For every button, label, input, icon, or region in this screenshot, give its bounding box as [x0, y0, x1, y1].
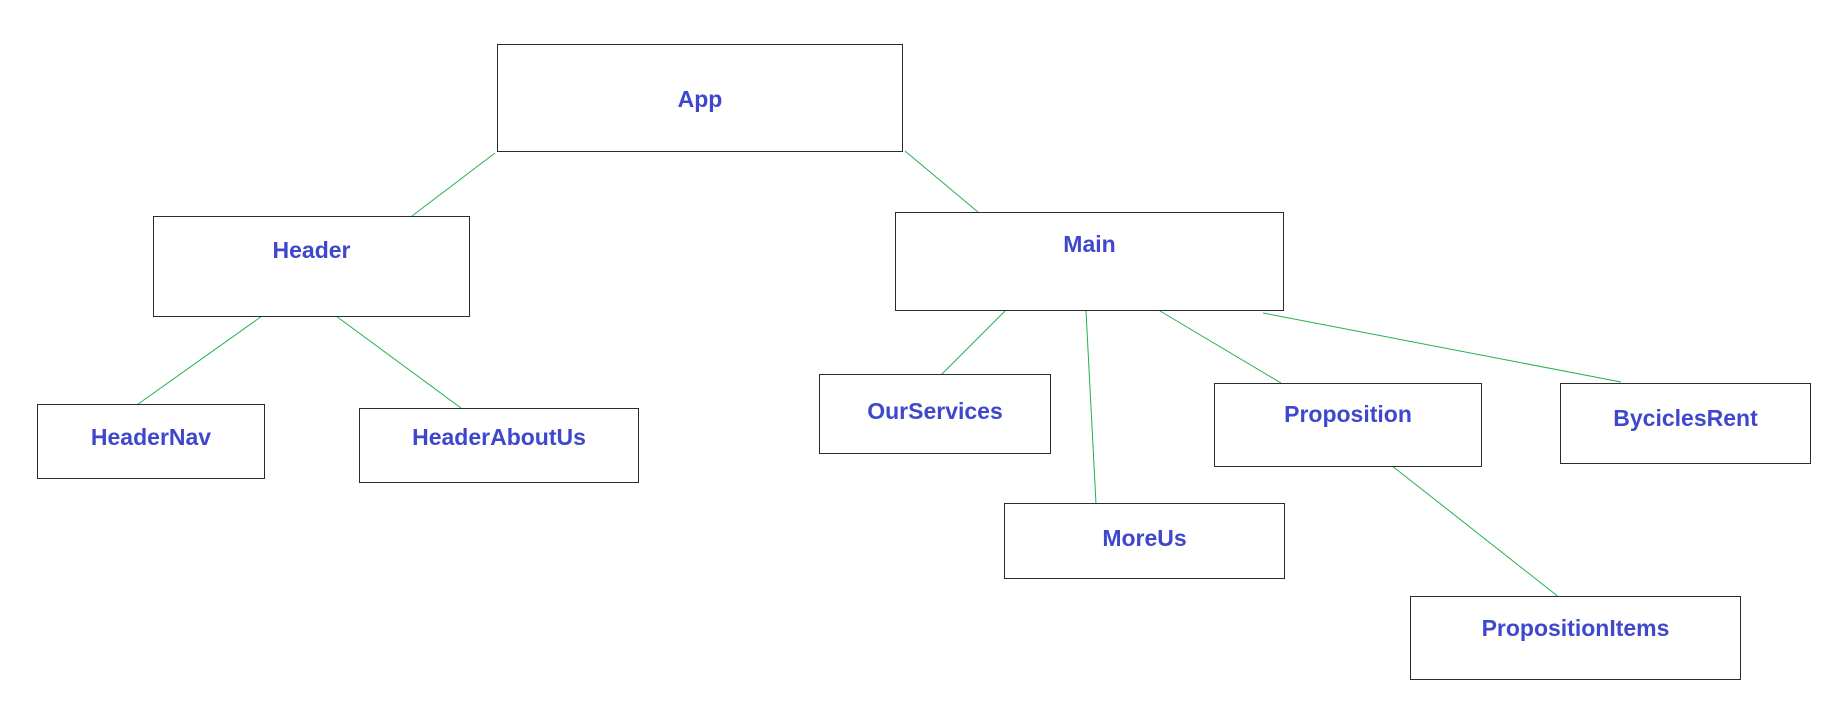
node-header-nav-label: HeaderNav	[90, 424, 212, 450]
node-bycicles-rent: ByciclesRent	[1560, 383, 1811, 464]
node-more-us-label: MoreUs	[1102, 525, 1187, 551]
edge-app-header	[411, 152, 496, 217]
node-main-label: Main	[1063, 231, 1116, 257]
node-app-label: App	[677, 86, 723, 112]
node-proposition-label: Proposition	[1284, 401, 1412, 427]
node-header-label: Header	[272, 237, 351, 263]
node-header-about-us: HeaderAboutUs	[359, 408, 639, 483]
edge-main-moreus	[1085, 310, 1097, 505]
edge-main-ourservices	[939, 310, 1006, 377]
node-bycicles-rent-label: ByciclesRent	[1613, 405, 1758, 431]
edge-proposition-propositionitems	[1390, 464, 1561, 599]
edge-main-proposition	[1159, 310, 1282, 384]
node-main: Main	[895, 212, 1284, 311]
node-proposition-items: PropositionItems	[1410, 596, 1741, 680]
node-header: Header	[153, 216, 470, 317]
node-header-nav: HeaderNav	[37, 404, 265, 479]
node-proposition-items-label: PropositionItems	[1481, 615, 1670, 641]
node-more-us: MoreUs	[1004, 503, 1285, 579]
node-app: App	[497, 44, 903, 152]
node-our-services: OurServices	[819, 374, 1051, 454]
node-our-services-label: OurServices	[867, 398, 1003, 424]
node-header-about-us-label: HeaderAboutUs	[412, 424, 586, 450]
edge-header-headernav	[133, 315, 263, 408]
edge-app-main	[904, 150, 979, 213]
edge-header-headeraboutus	[335, 315, 462, 409]
node-proposition: Proposition	[1214, 383, 1482, 467]
edge-main-byciclesrent	[1262, 312, 1622, 383]
